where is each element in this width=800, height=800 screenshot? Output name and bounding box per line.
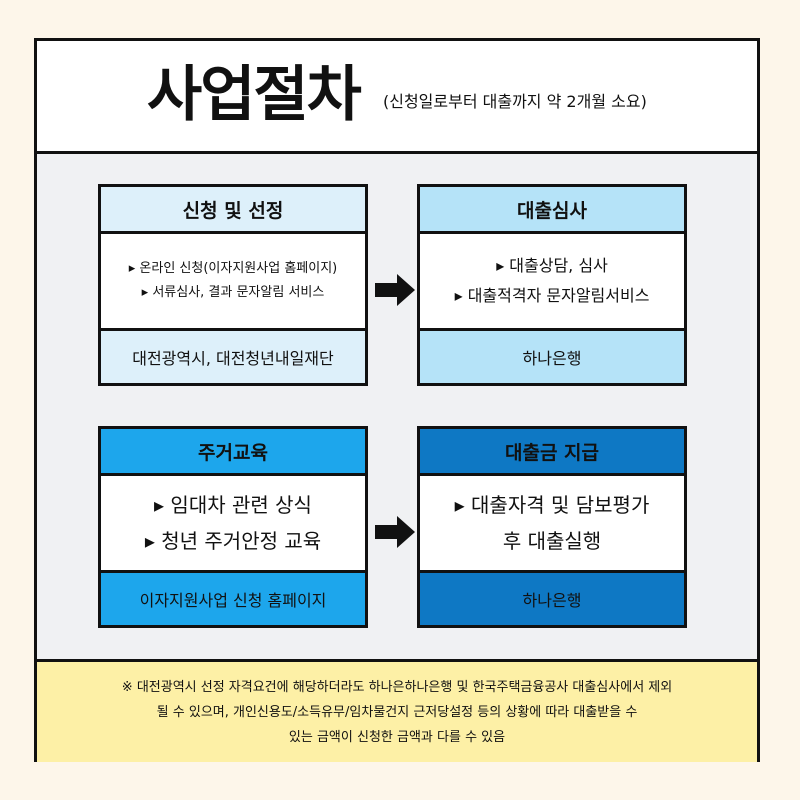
procedure-frame: 사업절차 (신청일로부터 대출까지 약 2개월 소요) 신청 및 선정 ▸ 온라… <box>34 38 760 762</box>
notice-line: ※ 대전광역시 선정 자격요건에 해당하더라도 하나은하나은행 및 한국주택금융… <box>121 679 673 695</box>
step-box-loan-disbursement: 대출금 지급 ▸ 대출자격 및 담보평가 후 대출실행 하나은행 <box>417 426 687 628</box>
step-line: ▸ 온라인 신청(이자지원사업 홈페이지) <box>128 261 338 276</box>
step-line: 후 대출실행 <box>502 529 602 553</box>
step-title: 대출심사 <box>420 187 684 234</box>
step-line: ▸ 대출상담, 심사 <box>496 256 608 275</box>
step-title: 신청 및 선정 <box>101 187 365 234</box>
step-line: ▸ 대출자격 및 담보평가 <box>454 493 650 517</box>
step-content: ▸ 임대차 관련 상식 ▸ 청년 주거안정 교육 <box>101 476 365 570</box>
step-line: ▸ 청년 주거안정 교육 <box>144 529 322 553</box>
step-footer: 하나은행 <box>420 570 684 625</box>
step-content: ▸ 온라인 신청(이자지원사업 홈페이지) ▸ 서류심사, 결과 문자알림 서비… <box>101 234 365 328</box>
page-subtitle: (신청일로부터 대출까지 약 2개월 소요) <box>383 92 647 111</box>
step-line: ▸ 임대차 관련 상식 <box>154 493 312 517</box>
step-title: 대출금 지급 <box>420 429 684 476</box>
notice-line: 있는 금액이 신청한 금액과 다를 수 있음 <box>288 729 506 745</box>
step-content: ▸ 대출자격 및 담보평가 후 대출실행 <box>420 476 684 570</box>
step-footer: 하나은행 <box>420 328 684 383</box>
arrow-right-icon <box>375 274 415 306</box>
notice-line: 될 수 있으며, 개인신용도/소득유무/임차물건지 근저당설정 등의 상황에 따… <box>156 704 638 720</box>
step-box-housing-education: 주거교육 ▸ 임대차 관련 상식 ▸ 청년 주거안정 교육 이자지원사업 신청 … <box>98 426 368 628</box>
header: 사업절차 (신청일로부터 대출까지 약 2개월 소요) <box>37 41 757 154</box>
step-title: 주거교육 <box>101 429 365 476</box>
step-box-application: 신청 및 선정 ▸ 온라인 신청(이자지원사업 홈페이지) ▸ 서류심사, 결과… <box>98 184 368 386</box>
steps-area: 신청 및 선정 ▸ 온라인 신청(이자지원사업 홈페이지) ▸ 서류심사, 결과… <box>37 154 757 659</box>
step-line: ▸ 대출적격자 문자알림서비스 <box>454 286 650 305</box>
page-title: 사업절차 <box>147 60 362 130</box>
step-footer: 이자지원사업 신청 홈페이지 <box>101 570 365 625</box>
step-line: ▸ 서류심사, 결과 문자알림 서비스 <box>141 285 325 300</box>
step-footer: 대전광역시, 대전청년내일재단 <box>101 328 365 383</box>
step-content: ▸ 대출상담, 심사 ▸ 대출적격자 문자알림서비스 <box>420 234 684 328</box>
arrow-right-icon <box>375 516 415 548</box>
notice-box: ※ 대전광역시 선정 자격요건에 해당하더라도 하나은하나은행 및 한국주택금융… <box>37 659 757 762</box>
step-box-loan-review: 대출심사 ▸ 대출상담, 심사 ▸ 대출적격자 문자알림서비스 하나은행 <box>417 184 687 386</box>
